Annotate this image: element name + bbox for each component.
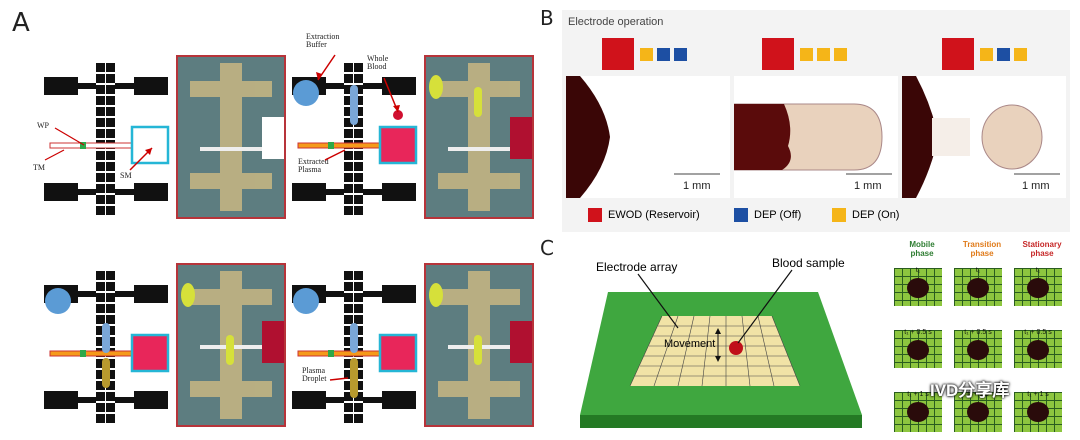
time-label: t₁ [915,267,921,274]
chip-3d-illustration [580,269,862,428]
time-lapse-frame-r1-c1: t₁ [894,267,942,306]
time-label: t₁ + 1 s [907,391,929,398]
label-tm: TM [33,163,45,172]
legend-swatch-ewod [588,208,602,222]
chip-photo-2 [424,55,534,219]
time-lapse-frame-r1-c3: t₁ [1014,267,1062,306]
time-lapse-frame-r3-c2: t₁ + 1 s [954,391,1002,432]
blood-droplet [967,340,989,360]
micrograph-3 [902,76,1066,198]
label-electrode-array: Electrode array [596,260,678,274]
chip-photo-3 [176,263,286,427]
label-wp: WP [37,121,49,130]
micrograph-2 [734,76,898,198]
phase-transition: Transition phase [962,240,1002,258]
panel-a-letter: A [12,8,30,38]
chip-schematic-1 [44,63,170,215]
chip-schematic-4 [292,271,418,423]
time-label: t₁ + 1 s [1027,391,1049,398]
legend-swatch-dep-off [734,208,748,222]
chip-photo-4 [424,263,534,427]
time-lapse-frame-r2-c2: t₁ + 0.5 s [954,329,1002,368]
blood-droplet [1027,402,1049,422]
panel-b: Electrode operation 1 mm 1 mm [562,10,1070,232]
blood-droplet [1027,278,1049,298]
legend-swatch-dep-on [832,208,846,222]
phase-stationary: Stationary phase [1022,240,1062,258]
label-whole-blood: Whole Blood [367,54,389,72]
blood-droplet [1027,340,1049,360]
time-label: t₁ [975,267,981,274]
blood-droplet [907,278,929,298]
label-blood-sample: Blood sample [772,256,845,270]
panel-c-letter: C [540,236,554,260]
blood-droplet [967,402,989,422]
time-lapse-frame-r1-c2: t₁ [954,267,1002,306]
label-extraction-buffer: Extraction Buffer [306,32,340,50]
scale-bar-3: 1 mm [1022,180,1050,192]
time-label: t₁ + 0.5 s [904,329,932,336]
label-sm: SM [120,171,132,180]
time-label: t₁ + 1 s [967,391,989,398]
time-lapse-frame-r3-c1: t₁ + 1 s [894,391,942,432]
time-label: t₁ + 0.5 s [1024,329,1052,336]
legend-ewod: EWOD (Reservoir) [608,209,700,221]
panel-b-letter: B [540,6,554,30]
chip-schematic-2 [292,63,418,215]
time-lapse-frame-r3-c3: t₁ + 1 s [1014,391,1062,432]
blood-droplet [967,278,989,298]
time-lapse-frame-r2-c1: t₁ + 0.5 s [894,329,942,368]
label-extracted-plasma: Extracted Plasma [298,157,329,175]
chip-photo-1 [176,55,286,219]
legend-dep-off: DEP (Off) [754,209,802,221]
scale-bar-1: 1 mm [683,180,711,192]
panel-a-arrows [44,54,400,381]
watermark: IVD分享库 [930,381,1010,400]
time-lapse-frame-r2-c3: t₁ + 0.5 s [1014,329,1062,368]
micrograph-1 [566,76,730,198]
phase-mobile: Mobile phase [909,240,935,258]
scale-bar-2: 1 mm [854,180,882,192]
time-label: t₁ [1035,267,1041,274]
electrode-operation-title: Electrode operation [568,16,664,28]
blood-droplet [907,340,929,360]
time-label: t₁ + 0.5 s [964,329,992,336]
legend-dep-on: DEP (On) [852,209,900,221]
label-movement: Movement [664,338,716,350]
label-plasma-droplet: Plasma Droplet [302,366,327,384]
chip-schematic-3 [44,271,170,423]
blood-droplet [907,402,929,422]
